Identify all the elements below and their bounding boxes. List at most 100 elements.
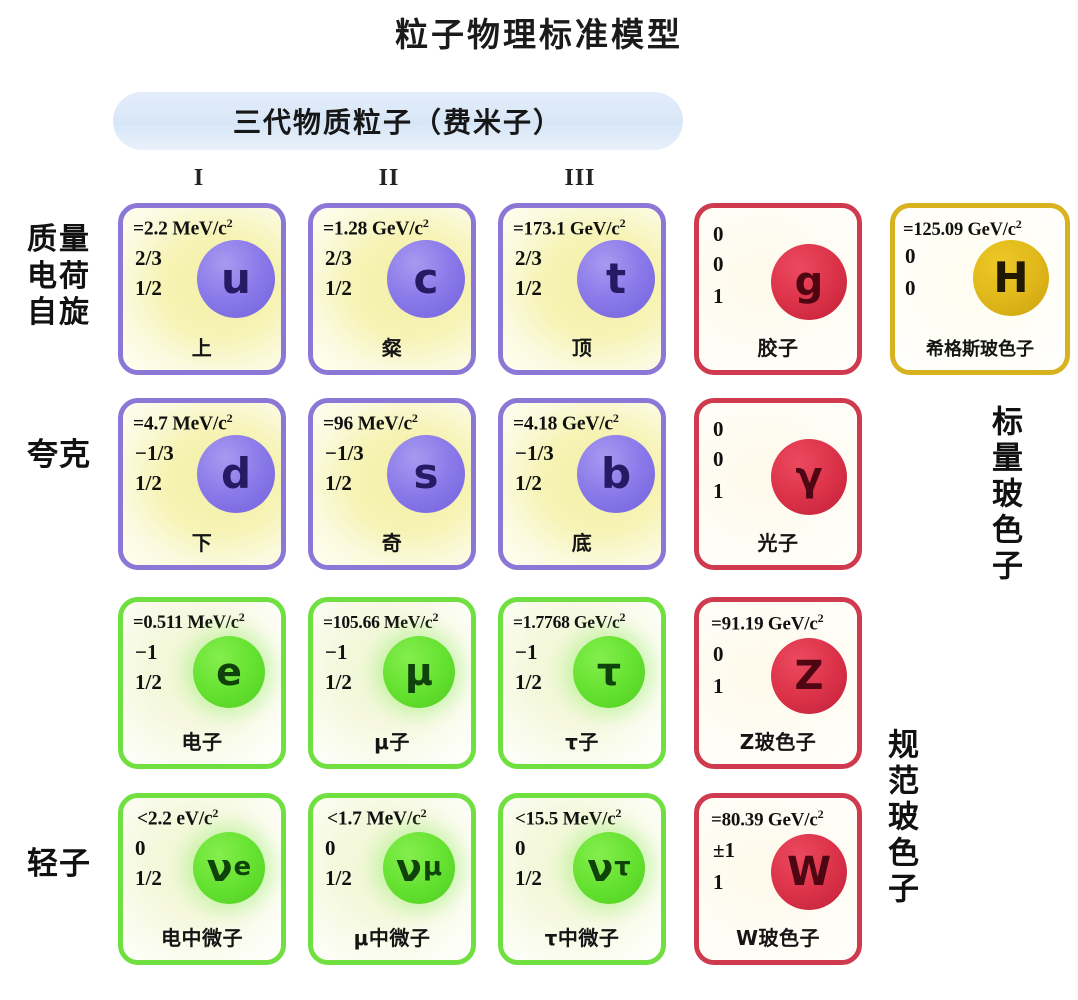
particle-name: 下 xyxy=(191,531,213,555)
page-title: 粒子物理标准模型 xyxy=(395,15,683,54)
generation-numeral-3: III xyxy=(564,165,596,191)
spin-value: 1 xyxy=(713,674,724,698)
charge-value: 0 xyxy=(713,642,724,666)
particle-name: 电中微子 xyxy=(161,926,243,950)
card-background: =80.39 GeV/c2 ±1 1 W W玻色子 xyxy=(699,798,857,960)
card-background: =125.09 GeV/c2 0 0 H 希格斯玻色子 xyxy=(895,208,1065,370)
particle-card-down[interactable]: =4.7 MeV/c2 −1/3 1/2 d 下 xyxy=(118,398,286,570)
spin-value: 1/2 xyxy=(515,276,542,300)
column-label-gauge-bosons: 规范玻色子 xyxy=(882,728,918,908)
particle-card-tau[interactable]: =1.7768 GeV/c2 −1 1/2 τ τ子 xyxy=(498,597,666,769)
particle-name: 电子 xyxy=(181,730,223,754)
charge-value: −1/3 xyxy=(135,441,174,465)
particle-card-bottom[interactable]: =4.18 GeV/c2 −1/3 1/2 b 底 xyxy=(498,398,666,570)
particle-card-photon[interactable]: 0 0 1 γ 光子 xyxy=(694,398,862,570)
card-background: =173.1 GeV/c2 2/3 1/2 t 顶 xyxy=(503,208,661,370)
lepton-bubble-tau-icon: τ xyxy=(573,636,645,708)
spin-value: 1/2 xyxy=(325,670,352,694)
particle-name: τ子 xyxy=(565,730,599,754)
mass-value: 0 xyxy=(713,222,724,246)
particle-card-gluon[interactable]: 0 0 1 g 胶子 xyxy=(694,203,862,375)
charge-value: −1/3 xyxy=(325,441,364,465)
card-background: =96 MeV/c2 −1/3 1/2 s 奇 xyxy=(313,403,471,565)
charge-value: 0 xyxy=(135,836,146,860)
particle-card-z-boson[interactable]: =91.19 GeV/c2 0 1 Z Z玻色子 xyxy=(694,597,862,769)
card-background: 0 0 1 γ 光子 xyxy=(699,403,857,565)
card-background: =4.7 MeV/c2 −1/3 1/2 d 下 xyxy=(123,403,281,565)
particle-name: 粲 xyxy=(381,336,403,360)
particle-name: 上 xyxy=(191,336,213,360)
spin-value: 1 xyxy=(713,870,724,894)
generation-numeral-1: I xyxy=(193,165,205,191)
charge-value: 2/3 xyxy=(135,246,162,270)
card-background: =1.7768 GeV/c2 −1 1/2 τ τ子 xyxy=(503,602,661,764)
card-background: =91.19 GeV/c2 0 1 Z Z玻色子 xyxy=(699,602,857,764)
particle-name: μ子 xyxy=(374,730,410,754)
spin-value: 1 xyxy=(713,284,724,308)
generation-numerals: I II III xyxy=(113,165,683,199)
axis-label-spin: 自旋 xyxy=(27,295,91,331)
mass-value: =96 MeV/c2 xyxy=(323,411,418,435)
lepton-bubble-mu-icon: μ xyxy=(383,636,455,708)
charge-value: 2/3 xyxy=(515,246,542,270)
row-label-leptons: 轻子 xyxy=(27,846,91,882)
charge-value: ±1 xyxy=(713,838,736,862)
column-label-scalar-boson: 标量玻色子 xyxy=(986,405,1022,585)
particle-card-w-boson[interactable]: =80.39 GeV/c2 ±1 1 W W玻色子 xyxy=(694,793,862,965)
charge-value: −1 xyxy=(325,640,348,664)
spin-value: 1/2 xyxy=(325,471,352,495)
particle-card-strange[interactable]: =96 MeV/c2 −1/3 1/2 s 奇 xyxy=(308,398,476,570)
particle-name: τ中微子 xyxy=(544,926,620,950)
spin-value: 1/2 xyxy=(135,670,162,694)
charge-value: 0 xyxy=(515,836,526,860)
particle-card-higgs[interactable]: =125.09 GeV/c2 0 0 H 希格斯玻色子 xyxy=(890,203,1070,375)
particle-card-top[interactable]: =173.1 GeV/c2 2/3 1/2 t 顶 xyxy=(498,203,666,375)
particle-name: 希格斯玻色子 xyxy=(926,339,1034,360)
mass-value: =91.19 GeV/c2 xyxy=(711,611,824,635)
mass-value: =1.28 GeV/c2 xyxy=(323,216,429,240)
card-background: =1.28 GeV/c2 2/3 1/2 c 粲 xyxy=(313,208,471,370)
mass-value: =2.2 MeV/c2 xyxy=(133,216,233,240)
card-background: =0.511 MeV/c2 −1 1/2 e 电子 xyxy=(123,602,281,764)
spin-value: 0 xyxy=(905,276,916,300)
quark-bubble-d-icon: d xyxy=(197,435,275,513)
quark-bubble-t-icon: t xyxy=(577,240,655,318)
row-label-quarks: 夸克 xyxy=(27,437,91,473)
particle-name: 光子 xyxy=(757,531,799,555)
lepton-bubble-e-icon: e xyxy=(193,636,265,708)
particle-card-muon[interactable]: =105.66 MeV/c2 −1 1/2 μ μ子 xyxy=(308,597,476,769)
axis-label-mass: 质量 xyxy=(27,222,91,257)
generations-banner: 三代物质粒子（费米子） xyxy=(113,92,683,150)
axis-label-charge: 电荷 xyxy=(27,258,91,294)
particle-card-electron[interactable]: =0.511 MeV/c2 −1 1/2 e 电子 xyxy=(118,597,286,769)
card-background: =105.66 MeV/c2 −1 1/2 μ μ子 xyxy=(313,602,471,764)
particle-card-up[interactable]: =2.2 MeV/c2 2/3 1/2 u 上 xyxy=(118,203,286,375)
card-background: =4.18 GeV/c2 −1/3 1/2 b 底 xyxy=(503,403,661,565)
particle-card-charm[interactable]: =1.28 GeV/c2 2/3 1/2 c 粲 xyxy=(308,203,476,375)
boson-bubble-g-icon: g xyxy=(771,244,847,320)
spin-value: 1/2 xyxy=(135,471,162,495)
quark-bubble-u-icon: u xyxy=(197,240,275,318)
higgs-bubble-h-icon: H xyxy=(973,240,1049,316)
particle-name: Z玻色子 xyxy=(739,730,817,754)
card-background: =2.2 MeV/c2 2/3 1/2 u 上 xyxy=(123,208,281,370)
charge-value: 0 xyxy=(713,252,724,276)
spin-value: 1/2 xyxy=(515,471,542,495)
mass-value: =105.66 MeV/c2 xyxy=(323,610,439,632)
charge-value: 0 xyxy=(325,836,336,860)
spin-value: 1/2 xyxy=(325,866,352,890)
quark-bubble-c-icon: c xyxy=(387,240,465,318)
charge-value: 0 xyxy=(713,447,724,471)
generations-banner-label: 三代物质粒子（费米子） xyxy=(232,106,563,139)
card-background: 0 0 1 g 胶子 xyxy=(699,208,857,370)
mass-value: =125.09 GeV/c2 xyxy=(903,217,1022,241)
